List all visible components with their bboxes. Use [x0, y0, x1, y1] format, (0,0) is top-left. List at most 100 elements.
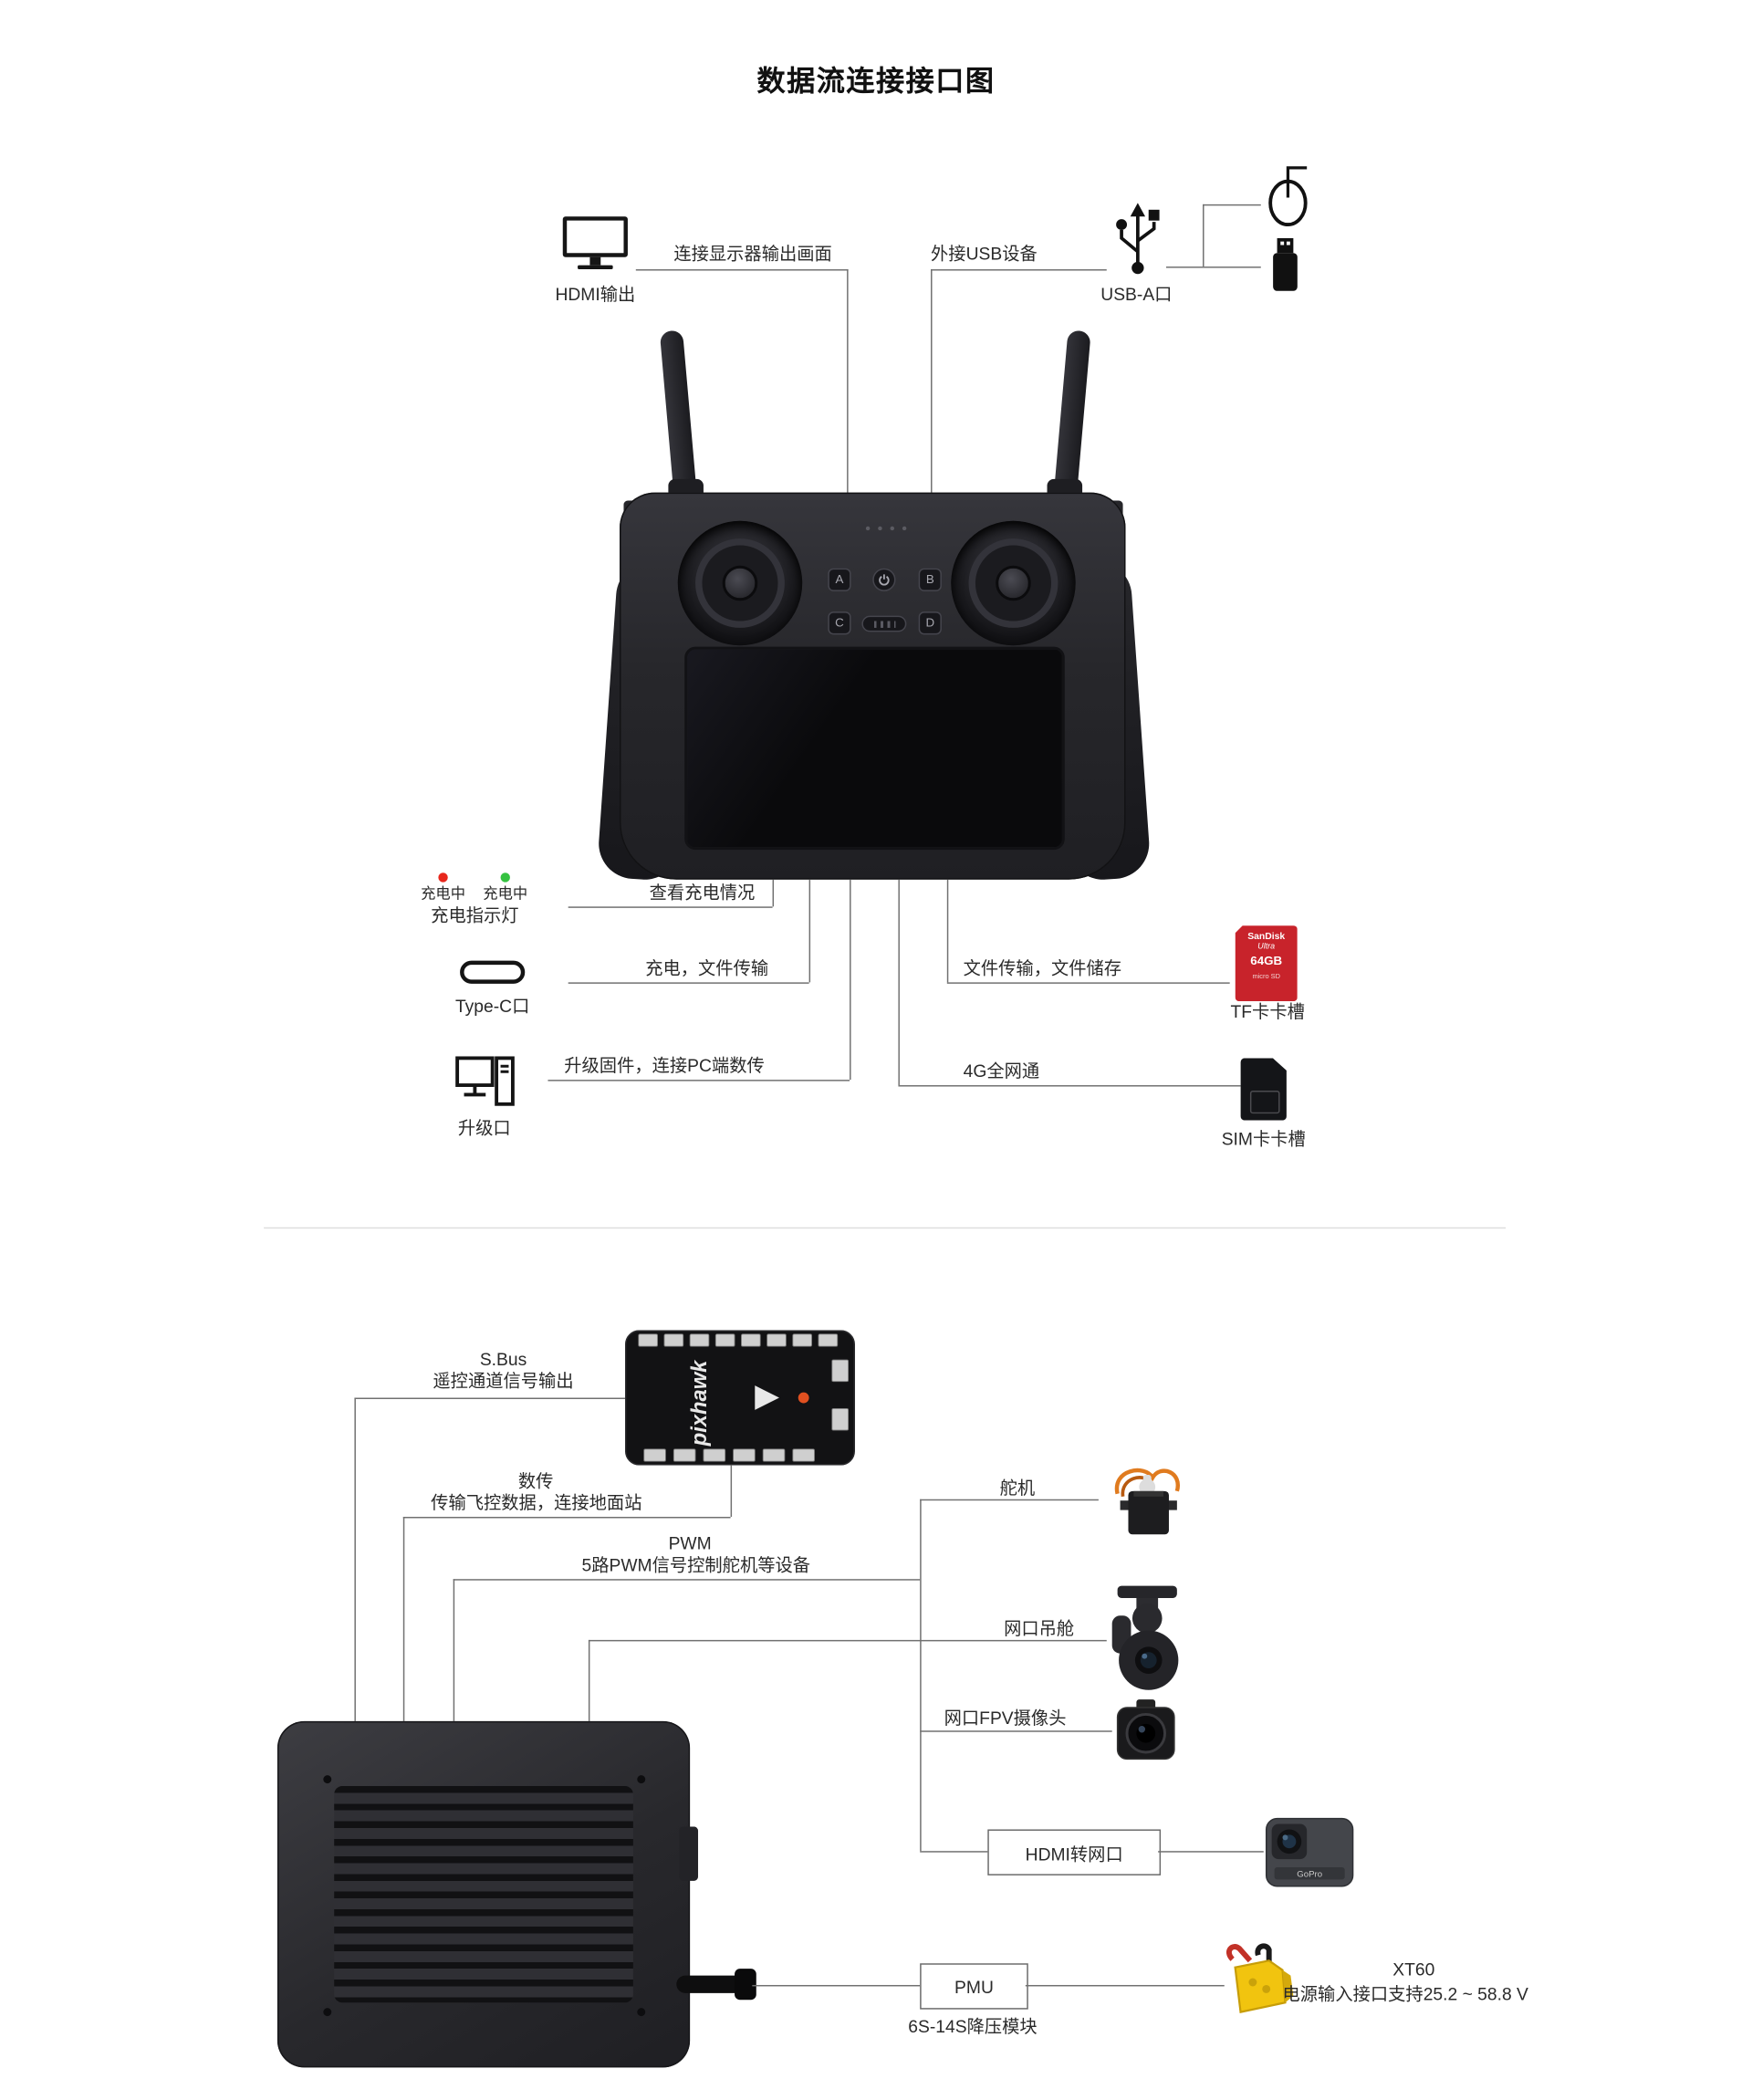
air-unit-side-tab — [679, 1826, 699, 1881]
connector-line — [1166, 266, 1261, 268]
upgrade-port-label: 升级口 — [457, 1117, 511, 1138]
charge-led-green-label: 充电中 — [483, 886, 528, 903]
connector-line — [931, 269, 1107, 271]
sim-card-icon — [1240, 1058, 1287, 1121]
monitor-neck — [589, 256, 601, 266]
charge-led-green — [500, 872, 510, 883]
fpv-camera-image — [1112, 1697, 1180, 1774]
connector-line — [730, 1465, 733, 1517]
sbus-desc: 遥控通道信号输出 — [433, 1370, 574, 1392]
left-joystick — [677, 520, 803, 646]
hdmi-port-label: HDMI输出 — [555, 284, 636, 305]
charge-led-red — [438, 872, 448, 883]
usb-desc: 外接USB设备 — [931, 243, 1038, 265]
air-unit-image — [276, 1720, 699, 2068]
connector-line — [847, 269, 849, 496]
sd-type-text: micro SD — [1252, 973, 1280, 982]
connector-line — [898, 1085, 1241, 1087]
hdmi-desc: 连接显示器输出画面 — [673, 243, 832, 265]
gopro-camera-image: GoPro — [1264, 1813, 1356, 1898]
connector-line — [808, 879, 811, 983]
sd-ultra-text: Ultra — [1257, 942, 1276, 951]
pixhawk-flight-controller-image: pixhawk — [624, 1330, 856, 1472]
connector-line — [635, 269, 849, 271]
sim-tray — [1249, 1090, 1280, 1114]
pixhawk-text: pixhawk — [688, 1359, 712, 1447]
xt60-desc: 电源输入接口支持25.2 ~ 58.8 V — [1282, 1983, 1528, 2004]
pc-icon — [454, 1052, 516, 1122]
charge-desc: 查看充电情况 — [649, 882, 756, 903]
gopro-text: GoPro — [1297, 1869, 1322, 1879]
toggle-switch — [861, 615, 907, 632]
tf-slot-label: TF卡卡槽 — [1230, 1001, 1305, 1022]
connector-line — [402, 1516, 731, 1519]
power-button — [872, 568, 896, 591]
screw — [637, 2008, 646, 2017]
xt60-connector-image — [1222, 1943, 1295, 2033]
type-c-label: Type-C口 — [454, 996, 530, 1017]
controller-screen — [684, 646, 1065, 851]
gimbal-camera-image — [1104, 1583, 1191, 1704]
connector-line — [568, 982, 809, 984]
pmu-label: PMU — [954, 1976, 994, 1997]
connector-line — [920, 1499, 922, 1852]
sd-brand-text: SanDisk — [1247, 932, 1286, 942]
pwm-desc: 5路PWM信号控制舵机等设备 — [581, 1554, 811, 1575]
charge-indicator-label: 充电指示灯 — [431, 904, 519, 926]
servo-label: 舵机 — [999, 1477, 1036, 1499]
monitor-icon — [558, 216, 631, 278]
connector-line — [946, 879, 949, 983]
fpv-camera-label: 网口FPV摄像头 — [944, 1708, 1067, 1729]
connector-line — [402, 1516, 405, 1721]
connector-line — [354, 1397, 356, 1721]
xt60-label: XT60 — [1392, 1959, 1435, 1980]
power-cable-plug — [735, 1969, 756, 2001]
status-led-dots — [865, 513, 914, 538]
connector-line — [920, 1730, 1112, 1732]
servo-image — [1099, 1458, 1196, 1546]
upgrade-desc: 升级固件，连接PC端数传 — [564, 1055, 765, 1076]
air-unit-vents — [334, 1786, 633, 2003]
telemetry-desc: 传输飞控数据，连接地面站 — [431, 1492, 642, 1513]
charge-led-red-label: 充电中 — [421, 886, 466, 903]
connector-line — [920, 1499, 1099, 1501]
sim-desc: 4G全网通 — [963, 1060, 1040, 1081]
type-c-desc: 充电，文件传输 — [645, 957, 769, 978]
connector-line — [1203, 204, 1261, 206]
pwm-title: PWM — [668, 1532, 712, 1554]
button-b: B — [918, 568, 942, 591]
sd-size-text: 64GB — [1250, 954, 1283, 968]
connector-line — [1203, 204, 1204, 267]
connector-line — [920, 1851, 988, 1853]
monitor-base — [578, 265, 613, 270]
screw — [323, 2008, 332, 2017]
button-a: A — [828, 568, 851, 591]
right-joystick — [951, 520, 1076, 646]
connector-line — [588, 1639, 1107, 1642]
button-c: C — [828, 611, 851, 635]
screw — [637, 1775, 646, 1784]
monitor-screen — [562, 216, 628, 257]
sim-slot-label: SIM卡卡槽 — [1221, 1128, 1306, 1149]
connector-line — [453, 1579, 921, 1581]
connector-line — [1158, 1851, 1264, 1853]
connector-line — [772, 879, 775, 907]
usb-trident-icon — [1110, 197, 1166, 285]
hdmi-converter-box: HDMI转网口 — [987, 1829, 1162, 1875]
page-title: 数据流连接接口图 — [756, 66, 996, 98]
connector-line — [752, 1984, 921, 1987]
button-d: D — [918, 611, 942, 635]
connector-line — [1025, 1984, 1225, 1987]
mouse-icon — [1258, 162, 1318, 235]
hdmi-converter-label: HDMI转网口 — [1025, 1844, 1123, 1865]
telemetry-title: 数传 — [517, 1470, 554, 1491]
tf-card-image: SanDisk Ultra 64GB micro SD — [1235, 925, 1298, 1002]
connector-line — [946, 982, 1230, 984]
connector-line — [568, 906, 773, 908]
connector-line — [898, 879, 900, 1086]
usb-flash-drive-icon — [1264, 235, 1307, 302]
connector-line — [548, 1080, 850, 1081]
sbus-title: S.Bus — [479, 1349, 527, 1370]
pmu-box: PMU — [920, 1963, 1028, 2010]
